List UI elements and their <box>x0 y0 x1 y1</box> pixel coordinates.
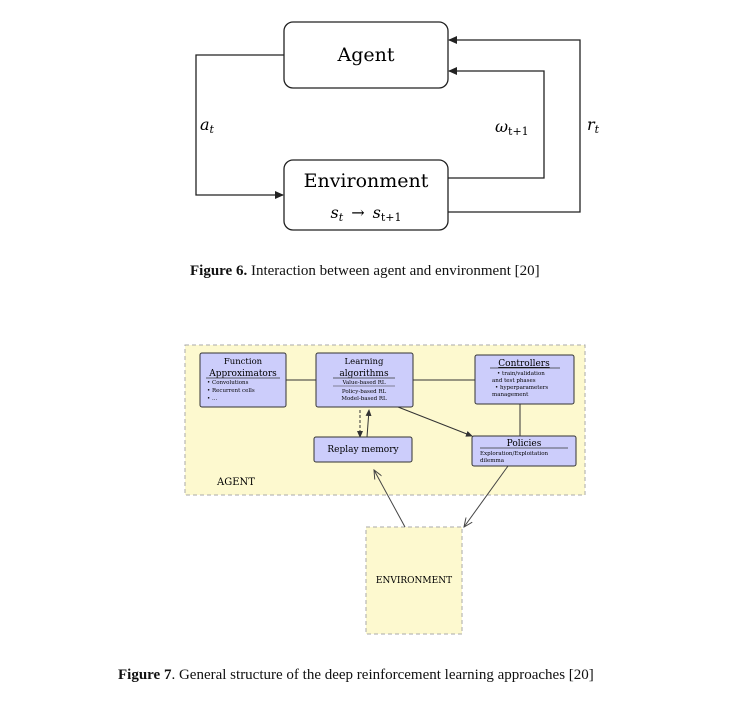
controllers-title: Controllers <box>498 359 550 369</box>
function-approximators-item-1: • Convolutions <box>207 380 249 386</box>
learning-algorithms-item-3: Model-based RL <box>341 396 387 402</box>
function-approximators-title-2: Approximators <box>208 369 277 379</box>
controllers-item-1: • train/validation <box>497 371 545 377</box>
function-approximators-item-3: • ... <box>207 396 217 402</box>
function-approximators-item-2: • Recurrent cells <box>207 388 255 394</box>
replay-memory-box <box>313 436 413 463</box>
reward-arrow <box>448 36 581 213</box>
state-to: s <box>373 203 381 222</box>
policies-item-1: Exploration/Exploitation <box>480 451 549 457</box>
learning-algorithms-title-2: algorithms <box>339 369 389 379</box>
policies-box <box>471 435 577 467</box>
controllers-item-2: and test phases <box>492 378 536 384</box>
figure-6-caption-text: Interaction between agent and environmen… <box>247 263 540 279</box>
state-to-sub: t+1 <box>381 211 402 224</box>
controllers-item-3: • hyperparameters <box>495 385 548 391</box>
reward-label: rt <box>587 115 600 136</box>
function-approximators-title-1: Function <box>224 357 263 367</box>
state-from: s <box>331 203 339 222</box>
link-learning-policies <box>397 406 473 437</box>
learning-algorithms-box <box>315 352 414 408</box>
figure-7-caption-label: Figure 7 <box>118 667 172 683</box>
state-transition: st→st+1 <box>331 203 402 224</box>
link-replay-up <box>365 409 372 438</box>
controllers-box <box>474 354 575 405</box>
policies-title: Policies <box>507 439 542 449</box>
action-label: at <box>200 115 215 136</box>
agent-label: Agent <box>337 44 395 66</box>
figure-7-diagram: AGENT ENVIRONMENT Function Approximators… <box>184 344 586 635</box>
figure-7-caption-text: . General structure of the deep reinforc… <box>171 667 594 683</box>
learning-algorithms-title-1: Learning <box>345 357 384 367</box>
environment-box <box>283 159 449 231</box>
controllers-item-4: management <box>492 392 529 398</box>
link-policies-env <box>464 465 509 527</box>
state-arrow: → <box>351 203 364 222</box>
environment-region <box>365 526 463 635</box>
figure-6-caption: Figure 6. Interaction between agent and … <box>190 263 540 280</box>
state-from-sub: t <box>339 211 344 224</box>
figure-7-caption: Figure 7. General structure of the deep … <box>118 667 594 684</box>
figure-6-diagram: Agent Environment st→st+1 at ωt+1 rt <box>195 21 600 231</box>
learning-algorithms-item-1: Value-based RL <box>341 380 385 386</box>
omega-label: ωt+1 <box>495 117 529 138</box>
environment-region-label: ENVIRONMENT <box>376 576 452 586</box>
link-env-replay <box>374 470 406 528</box>
omega-arrow <box>448 67 545 179</box>
action-arrow <box>195 54 284 199</box>
environment-label: Environment <box>304 170 429 192</box>
learning-algorithms-item-2: Policy-based RL <box>342 389 387 395</box>
function-approximators-box <box>199 352 287 408</box>
policies-item-2: dilemma <box>480 458 505 464</box>
replay-memory-label: Replay memory <box>327 445 399 455</box>
figure-6-caption-label: Figure 6. <box>190 263 248 279</box>
agent-region-label: AGENT <box>216 477 255 488</box>
